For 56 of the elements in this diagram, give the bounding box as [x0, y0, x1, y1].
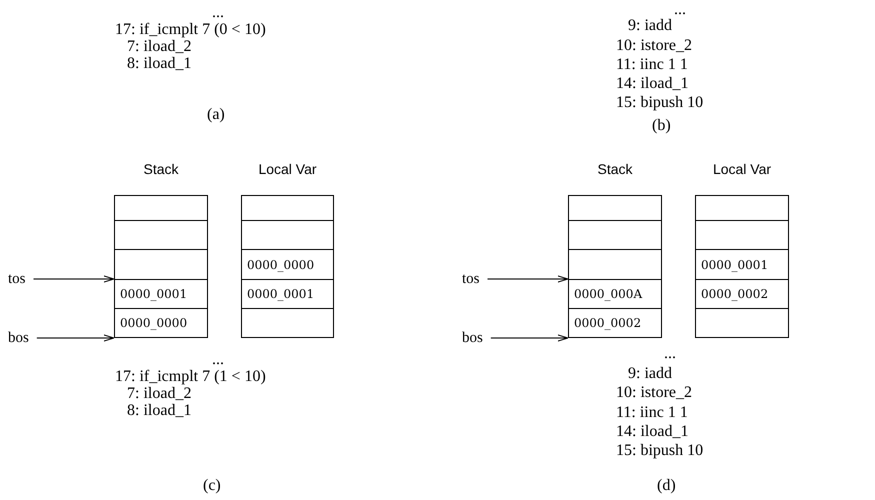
code-line: 11: iinc 1 1: [616, 56, 688, 74]
column-heading: Local Var: [712, 161, 772, 177]
code-line: 9: iadd: [628, 365, 672, 383]
code-line: (b): [652, 117, 671, 135]
empty-memory-cell: [241, 220, 334, 250]
code-line: (a): [207, 106, 225, 124]
code-line: 11: iinc 1 1: [616, 404, 688, 422]
empty-memory-cell: [694, 308, 790, 338]
code-line: 15: bipush 10: [616, 94, 704, 112]
code-line: (d): [657, 477, 676, 495]
code-line: 10: istore_2: [616, 37, 692, 55]
code-line: ...: [664, 345, 676, 363]
code-line: 15: bipush 10: [616, 442, 704, 460]
code-line: 14: iload_1: [616, 423, 688, 441]
code-line: 17: if_icmplt 7 (1 < 10): [115, 368, 266, 386]
memory-cell: 0000_0002: [695, 279, 789, 308]
code-line: ...: [674, 1, 686, 19]
empty-memory-cell: [114, 249, 208, 280]
empty-memory-cell: [568, 249, 662, 280]
pointer-arrow: [490, 334, 568, 342]
empty-memory-cell: [695, 220, 789, 250]
pointer-label: bos: [462, 328, 483, 348]
empty-memory-cell: [568, 220, 662, 250]
code-line: 8: iload_1: [127, 402, 192, 420]
memory-cell: 0000_0000: [241, 249, 334, 279]
column-heading: Stack: [142, 161, 180, 177]
code-line: ...: [212, 4, 224, 22]
pointer-label: tos: [462, 269, 480, 289]
empty-memory-cell: [114, 195, 208, 220]
code-line: 7: iload_2: [127, 38, 192, 56]
pointer-label: bos: [8, 328, 29, 348]
memory-cell: 0000_000A: [568, 279, 662, 308]
memory-cell: 0000_0000: [114, 308, 208, 338]
memory-cell: 0000_0001: [114, 279, 208, 308]
code-line: 14: iload_1: [616, 75, 688, 93]
code-line: (c): [203, 477, 221, 495]
pointer-arrow: [36, 334, 114, 342]
code-line: 17: if_icmplt 7 (0 < 10): [115, 21, 266, 39]
memory-cell: 0000_0001: [241, 279, 334, 308]
code-line: 10: istore_2: [616, 384, 692, 402]
code-line: 7: iload_2: [127, 385, 192, 403]
empty-memory-cell: [568, 195, 662, 220]
memory-cell: 0000_0002: [568, 308, 662, 338]
code-line: ...: [212, 351, 224, 369]
code-line: 9: iadd: [628, 17, 672, 35]
column-heading: Local Var: [257, 161, 318, 177]
pointer-arrow: [487, 276, 568, 282]
code-line: 8: iload_1: [127, 55, 192, 73]
pointer-arrow: [33, 276, 114, 282]
pointer-label: tos: [8, 269, 26, 289]
empty-memory-cell: [240, 308, 334, 338]
empty-memory-cell: [114, 220, 208, 250]
empty-memory-cell: [241, 195, 334, 220]
memory-cell: 0000_0001: [695, 249, 789, 279]
column-heading: Stack: [596, 161, 634, 177]
empty-memory-cell: [695, 195, 789, 220]
